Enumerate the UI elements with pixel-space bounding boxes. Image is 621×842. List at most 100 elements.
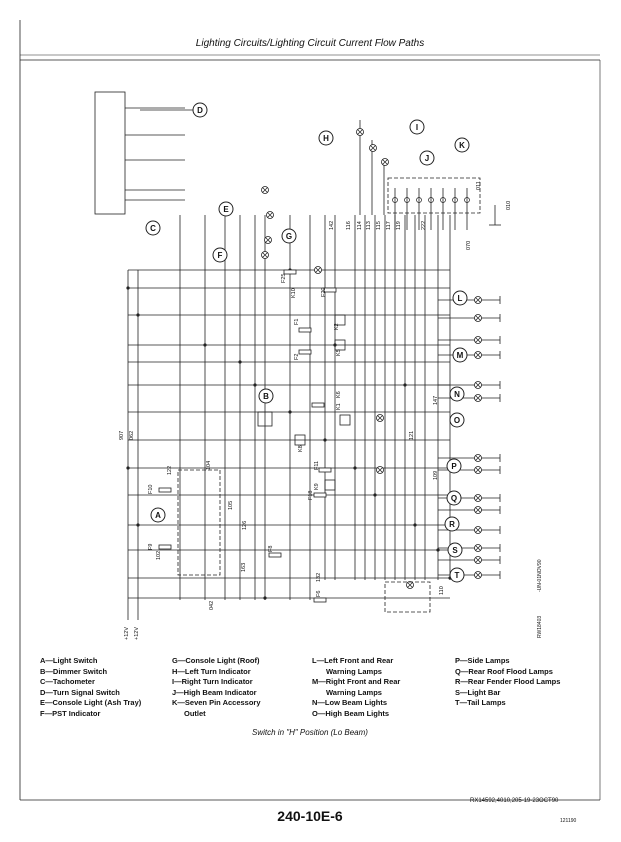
lamp-cross: [475, 455, 481, 461]
lamp-cross: [357, 129, 363, 135]
wire-number-label: 115: [376, 221, 382, 230]
callout-circle: [446, 490, 462, 506]
relay-symbol: [339, 414, 351, 426]
lamp-cross: [407, 582, 413, 588]
legend-item: E—Console Light (Ash Tray): [40, 698, 142, 707]
wire-number-label: 010: [506, 201, 512, 210]
component-label: F1: [294, 319, 300, 325]
callout-circle: [218, 201, 234, 217]
turn-signal-box: [384, 581, 431, 613]
wire-number-label: 110: [439, 586, 445, 595]
lamp-icon: [376, 466, 384, 474]
callout-c: C: [145, 220, 161, 236]
side-code-2: RW18403: [537, 615, 543, 638]
callout-m: M: [452, 347, 468, 363]
callout-circle: [192, 102, 208, 118]
lamp-cross: [315, 267, 321, 273]
legend-item: Outlet: [184, 708, 206, 718]
legend-item: P—Side Lamps: [455, 656, 510, 665]
wire-number-label: 113: [366, 221, 372, 230]
callout-q: Q: [446, 490, 462, 506]
wire-number-label: 147: [433, 396, 439, 405]
legend-item: N—Low Beam Lights: [312, 698, 388, 707]
wire-number-label: 117: [386, 221, 392, 230]
wire-group: [125, 107, 501, 620]
callout-letter: D: [197, 106, 203, 115]
legend-item: G—Console Light (Roof): [172, 656, 260, 665]
legend-item: C—Tachometer: [40, 677, 95, 686]
legend-column-2: G—Console Light (Roof) H—Left Turn Indic…: [172, 656, 261, 719]
callout-k: K: [454, 137, 470, 153]
callout-circle: [150, 507, 166, 523]
wire-number-label: 011: [476, 181, 482, 190]
lamp-icon: [474, 466, 482, 474]
component-label: K9: [314, 483, 320, 490]
junction-dot: [403, 383, 407, 387]
callout-circle: [452, 290, 468, 306]
fuse-symbol: [313, 492, 327, 498]
relay-symbol: [334, 339, 346, 351]
component-label: F9: [148, 544, 154, 550]
junction-dot: [136, 313, 140, 317]
callout-h: H: [318, 130, 334, 146]
fuse-symbol: [323, 287, 337, 293]
lamp-cross: [267, 212, 273, 218]
callout-circle: [318, 130, 334, 146]
lamp-icon: [474, 506, 482, 514]
legend-item: Q—Rear Roof Flood Lamps: [455, 666, 553, 676]
callout-letter: P: [451, 462, 457, 471]
callout-letter: T: [455, 571, 460, 580]
outlet-pin: [404, 197, 410, 203]
junction-dot: [126, 286, 130, 290]
page-number: 240-10E-6: [277, 808, 343, 824]
callout-letter: J: [425, 154, 429, 163]
lamp-cross: [475, 315, 481, 321]
lamp-cross: [475, 337, 481, 343]
lamp-icon: [474, 394, 482, 402]
callout-letter: S: [452, 546, 458, 555]
lamp-cross: [475, 572, 481, 578]
component-label: F6: [316, 591, 322, 597]
component-label: F11: [314, 461, 320, 470]
outlet-pin: [452, 197, 458, 203]
component-label: F25: [281, 274, 287, 283]
callout-letter: C: [150, 224, 156, 233]
callout-circle: [419, 150, 435, 166]
legend-item: K—Seven Pin Accessory: [172, 698, 261, 707]
lamp-icon: [474, 544, 482, 552]
junction-dot: [126, 466, 130, 470]
lamp-icon: [474, 526, 482, 534]
lamp-cross: [265, 237, 271, 243]
junction-dot: [238, 360, 242, 364]
page-title: Lighting Circuits/Lighting Circuit Curre…: [195, 38, 425, 49]
lamp-icon: [474, 494, 482, 502]
callout-letter: Q: [451, 494, 457, 503]
fuse-symbol: [268, 552, 282, 558]
lamp-icon: [406, 581, 414, 589]
relay-symbol: [334, 314, 346, 326]
lamp-cross: [475, 297, 481, 303]
lamp-cross: [475, 495, 481, 501]
junction-dot: [353, 466, 357, 470]
callout-letter: H: [323, 134, 329, 143]
callout-t: T: [449, 567, 465, 583]
wire-number-label: 102: [156, 551, 162, 560]
callout-s: S: [447, 542, 463, 558]
lamp-icon: [474, 381, 482, 389]
side-code-1: -UN-01NOV90: [537, 559, 543, 592]
callout-letter: K: [459, 141, 465, 150]
lamp-cross: [370, 145, 376, 151]
legend-item: T—Tail Lamps: [455, 698, 506, 707]
fuse-symbol: [283, 269, 297, 275]
lamp-cross: [377, 467, 383, 473]
lamp-icon: [266, 211, 274, 219]
wire-number-label: 222: [421, 221, 427, 230]
legend-column-1: A—Light Switch B—Dimmer Switch C—Tachome…: [40, 656, 141, 719]
callout-circle: [444, 516, 460, 532]
legend-item: A—Light Switch: [40, 656, 98, 665]
lamp-icon: [261, 186, 269, 194]
callout-g: G: [281, 228, 297, 244]
callout-circle: [212, 247, 228, 263]
callout-circle: [145, 220, 161, 236]
